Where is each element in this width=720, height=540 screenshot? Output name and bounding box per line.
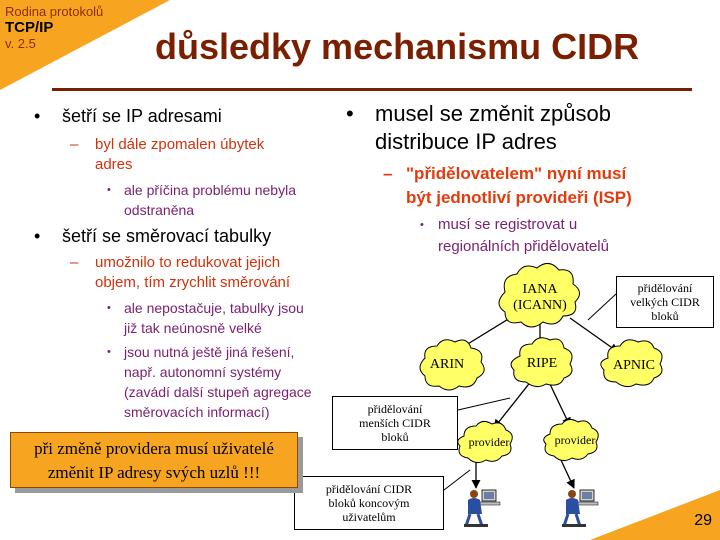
arrow-provider2-user (559, 457, 575, 489)
node-provider-2: provider (554, 433, 596, 447)
arrow-ripe-provider1 (493, 379, 533, 429)
dash-marker: – (70, 136, 79, 153)
pointer-end-user-blocks (443, 469, 471, 491)
note-line: velkých CIDR (630, 295, 700, 309)
dot-marker: • (107, 184, 111, 196)
pointer-smaller-blocks (457, 397, 511, 411)
node-apnic: APNIC (612, 358, 655, 373)
user-computer-icon (464, 489, 501, 527)
series-label: Rodina protokolů TCP/IP v. 2.5 (5, 4, 103, 52)
note-end-user-blocks: přidělování CIDR bloků koncovým uživatel… (294, 476, 444, 530)
note-line: přidělování (367, 402, 423, 416)
dot-marker: • (107, 346, 111, 358)
bullet-marker: • (34, 226, 41, 246)
slide-title: důsledky mechanismu CIDR (155, 26, 640, 67)
sub-bullet-line: objem, tím zrychlit směrování (95, 274, 291, 291)
sub-bullet-line: byl dále zpomalen úbytek (95, 136, 265, 153)
bullet-marker: • (34, 106, 41, 126)
sub-sub-bullet-line: musí se registrovat u (438, 216, 578, 233)
node-iana-name: IANA (522, 282, 558, 297)
note-line: bloků koncovým (328, 496, 410, 510)
sub-bullet-line: být jednotliví provideři (ISP) (406, 188, 632, 207)
arrow-ripe-provider2 (547, 379, 571, 427)
bullet-saves-routing-tables: šetří se směrovací tabulky (62, 226, 272, 246)
corner-decoration-bottom-right (590, 490, 720, 540)
dash-marker: – (70, 254, 79, 271)
callout-line: změnit IP adresy svých uzlů !!! (47, 463, 261, 482)
series-name: Rodina protokolů (5, 4, 104, 19)
page-number: 29 (694, 512, 712, 529)
sub-sub-bullet-line: odstraněna (124, 202, 195, 218)
dash-marker: – (383, 164, 393, 183)
bullet-distribution-line: musel se změnit způsob (375, 101, 611, 126)
bullet-saves-addresses: šetří se IP adresami (62, 106, 222, 126)
title-underline (52, 88, 692, 91)
note-smaller-blocks: přidělování menších CIDR bloků (332, 396, 458, 450)
sub-sub-bullet-line: směrovacích informací) (124, 404, 270, 420)
sub-bullet-line: umožnilo to redukovat jejich (95, 254, 281, 271)
cloud-iana (498, 263, 580, 328)
note-large-blocks: přidělování velkých CIDR bloků (616, 276, 714, 328)
node-iana: IANA (ICANN) (508, 282, 572, 314)
sub-sub-bullet-line: již tak neúnosně velké (124, 320, 262, 336)
note-line: přidělování (637, 281, 693, 295)
dot-marker: • (107, 302, 111, 314)
provider-change-callout: při změně providera musí uživatelé změni… (10, 432, 298, 488)
sub-sub-bullet-line: (zavádí další stupeň agregace (124, 384, 312, 400)
user-computer-icon (562, 489, 599, 527)
series-protocol: TCP/IP (5, 19, 54, 36)
cloud-provider-1 (457, 420, 513, 464)
sub-sub-bullet-line: ale příčina problému nebyla (124, 182, 296, 198)
arrow-iana-apnic (569, 317, 619, 353)
sub-sub-bullet-line: regionálních přidělovatelů (438, 238, 609, 255)
note-line: přidělování CIDR (325, 482, 413, 496)
node-provider-1: provider (468, 435, 510, 449)
note-line: bloků (651, 309, 679, 323)
sub-sub-bullet-line: např. autonomní systémy (124, 364, 282, 380)
cloud-ripe (510, 337, 573, 388)
node-iana-subname: (ICANN) (513, 298, 567, 313)
series-version: v. 2.5 (5, 36, 36, 51)
bullet-distribution-line: distribuce IP adres (375, 129, 557, 154)
cloud-arin (419, 339, 485, 391)
sub-sub-bullet-line: ale nepostačuje, tabulky jsou (124, 300, 304, 316)
bullet-marker: • (346, 101, 354, 126)
cloud-apnic (600, 339, 663, 388)
dot-marker: • (420, 219, 424, 231)
corner-decoration-top-left (0, 0, 170, 90)
note-line: bloků (381, 430, 409, 444)
node-arin: ARIN (429, 357, 465, 372)
cloud-provider-2 (543, 418, 599, 462)
sub-bullet-line: adres (95, 156, 133, 173)
callout-line: při změně providera musí uživatelé (34, 439, 274, 458)
sub-bullet-line: "přidělovatelem" nyní musí (406, 164, 627, 183)
note-line: menších CIDR (359, 416, 431, 430)
note-line: uživatelům (342, 510, 396, 524)
sub-sub-bullet-line: jsou nutná ještě jiná řešení, (124, 344, 295, 360)
pointer-large-blocks (587, 293, 617, 321)
node-ripe: RIPE (526, 356, 558, 371)
